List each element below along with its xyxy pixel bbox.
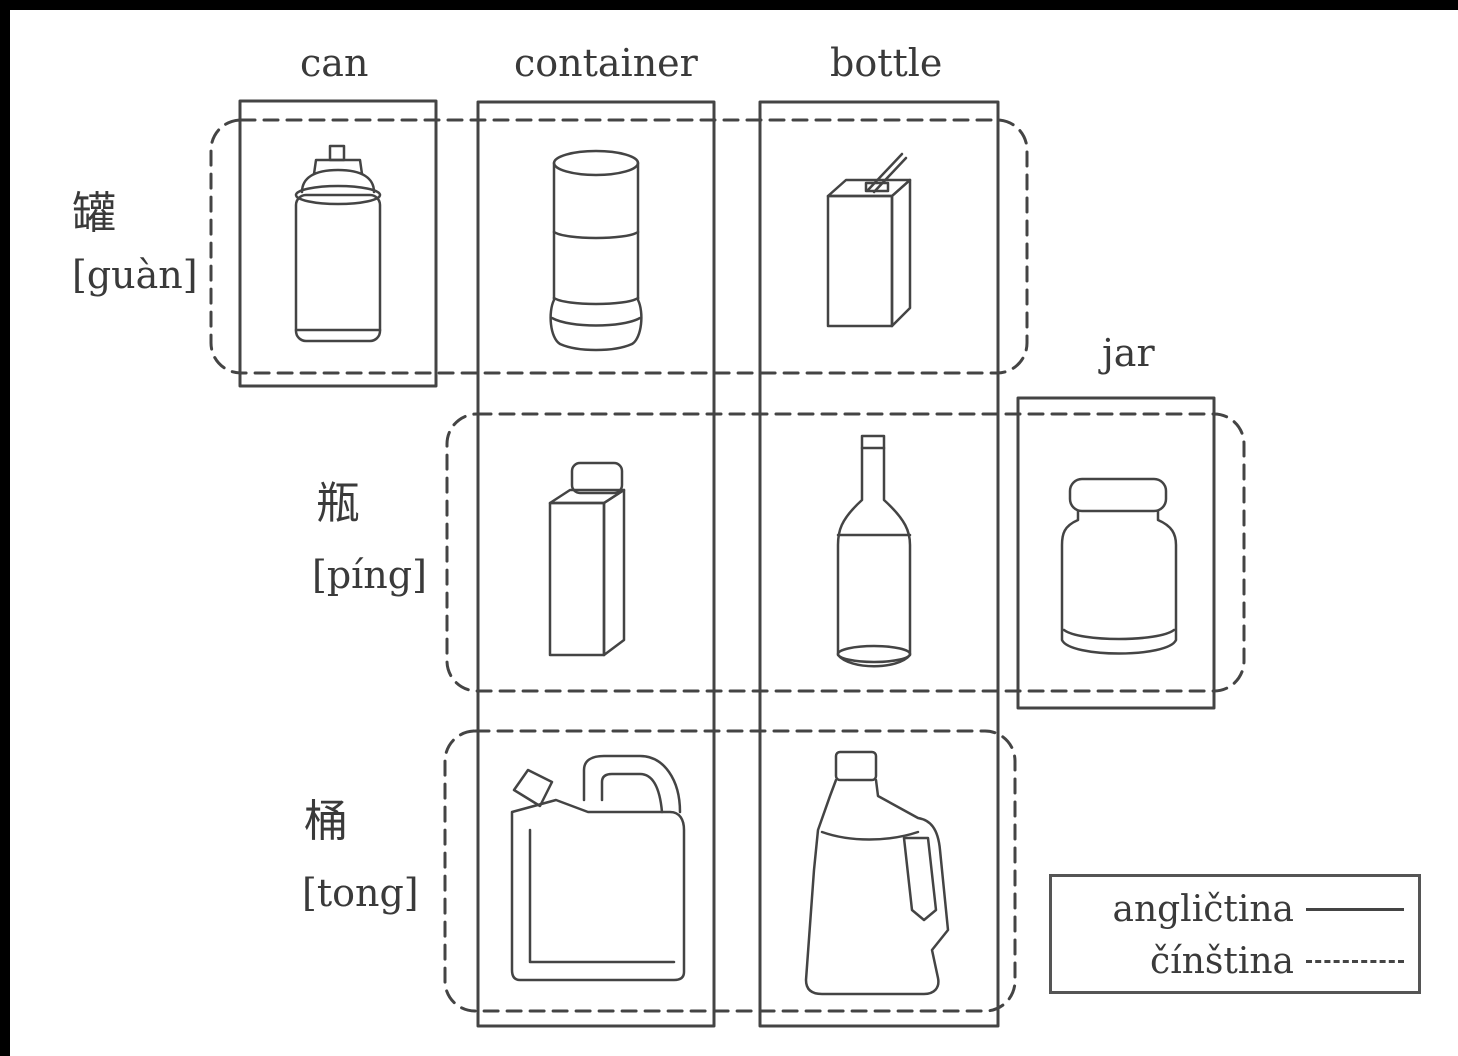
legend-chinese: čínština xyxy=(1150,940,1404,982)
label-guan-char: 罐 xyxy=(72,188,116,239)
tong-group xyxy=(443,729,1017,1013)
label-can: can xyxy=(300,41,369,85)
guan-group xyxy=(209,118,1029,375)
detergent-jug-icon xyxy=(804,750,950,996)
bottle-box xyxy=(758,100,1000,1028)
label-jar: jar xyxy=(1102,331,1155,375)
legend-chinese-label: čínština xyxy=(1150,940,1294,982)
dashed-line-sample xyxy=(1306,959,1404,963)
drink-carton-icon xyxy=(826,152,912,328)
legend-english-label: angličtina xyxy=(1112,888,1294,930)
jerrycan-icon xyxy=(510,754,686,982)
canister-icon xyxy=(549,149,643,352)
ping-group xyxy=(445,412,1246,693)
label-tong-pinyin: [tong] xyxy=(302,871,419,915)
can-box xyxy=(238,99,438,388)
label-tong-char: 桶 xyxy=(304,796,348,847)
label-guan-pinyin: [guàn] xyxy=(72,253,198,297)
glass-bottle-icon xyxy=(836,434,912,668)
label-ping-char: 瓶 xyxy=(316,478,360,529)
legend-english: angličtina xyxy=(1112,888,1404,930)
label-bottle: bottle xyxy=(830,41,943,85)
label-container: container xyxy=(514,41,698,85)
jar-icon xyxy=(1060,477,1178,655)
solid-line-sample xyxy=(1306,907,1404,911)
spray-can-icon xyxy=(294,144,382,343)
label-ping-pinyin: [píng] xyxy=(312,553,427,597)
jar-box xyxy=(1016,396,1216,710)
container-box xyxy=(476,100,716,1028)
square-bottle-icon xyxy=(548,461,626,657)
legend: angličtina čínština xyxy=(1049,874,1421,994)
